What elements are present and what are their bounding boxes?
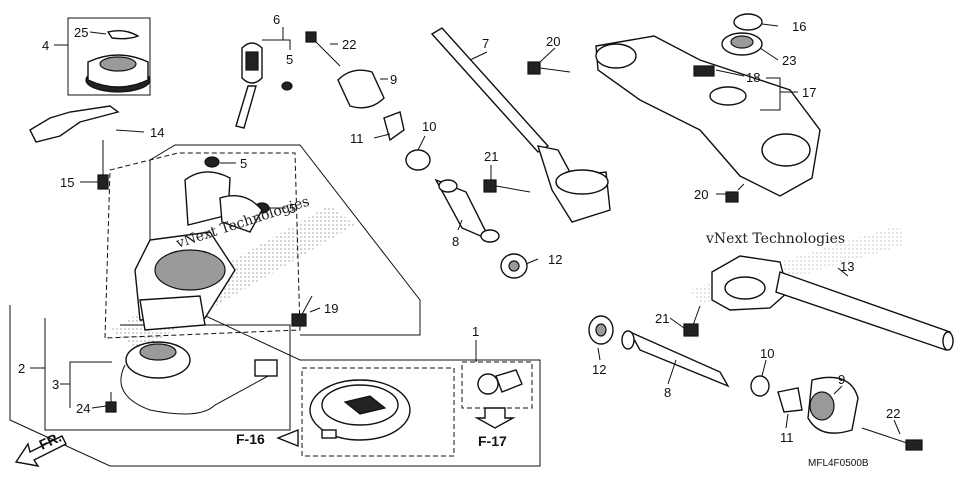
callout-5-a: 5 [286, 52, 293, 67]
callout-20-b: 20 [694, 187, 708, 202]
callout-20-a: 20 [546, 34, 560, 49]
callout-7: 7 [482, 36, 489, 51]
key-group [235, 39, 293, 129]
callout-5-c: 5 [289, 201, 296, 216]
callout-4: 4 [42, 38, 49, 53]
callout-17: 17 [802, 85, 816, 100]
callout-9-b: 9 [838, 372, 845, 387]
drawing-code: MFL4F0500B [808, 458, 869, 469]
callout-3: 3 [52, 377, 59, 392]
callout-12-b: 12 [592, 362, 606, 377]
leader-lines [30, 23, 901, 435]
callout-21-a: 21 [484, 149, 498, 164]
callout-11-a: 11 [350, 131, 364, 146]
callout-8-b: 8 [664, 385, 671, 400]
callout-1: 1 [472, 324, 479, 339]
callout-6: 6 [273, 12, 280, 27]
bolt-19 [291, 295, 313, 327]
watermark-text-right: vNext Technologies [705, 231, 845, 247]
switch-harness-group [105, 341, 278, 415]
ignition-switch-group [134, 156, 270, 331]
ignition-cover-group [29, 17, 151, 190]
callout-2: 2 [18, 361, 25, 376]
right-handle-parts [588, 305, 923, 451]
callout-24: 24 [76, 401, 90, 416]
pinion-12-upper [500, 253, 528, 279]
callout-22-a: 22 [342, 37, 356, 52]
right-handlebar-13 [711, 255, 954, 351]
callout-5-b: 5 [240, 156, 247, 171]
callout-14: 14 [150, 125, 164, 140]
direction-label: FR. [37, 429, 64, 453]
callout-10-a: 10 [422, 119, 436, 134]
left-handle-parts [305, 31, 500, 243]
front-arrow-icon [14, 435, 67, 467]
callout-23: 23 [782, 53, 796, 68]
callout-25: 25 [74, 25, 88, 40]
callout-12-a: 12 [548, 252, 562, 267]
callout-21-b: 21 [655, 311, 669, 326]
ref-f17-label: F-17 [478, 433, 507, 449]
callout-labels: 1 2 3 4 5 5 5 6 7 8 8 9 9 10 10 11 11 12… [18, 12, 900, 445]
callout-16: 16 [792, 19, 806, 34]
callout-9-a: 9 [390, 72, 397, 87]
callout-22-b: 22 [886, 406, 900, 421]
callout-10-b: 10 [760, 346, 774, 361]
cover-f16 [276, 379, 411, 448]
ref-f16-label: F-16 [236, 431, 265, 447]
callout-11-b: 11 [780, 430, 794, 445]
clip-f17 [474, 340, 523, 429]
bolts-20-21-upper [483, 61, 571, 193]
callout-15: 15 [60, 175, 74, 190]
top-bridge-17 [595, 13, 821, 203]
callout-8-a: 8 [452, 234, 459, 249]
left-handlebar-7 [430, 27, 611, 223]
callout-18: 18 [746, 70, 760, 85]
callout-19: 19 [324, 301, 338, 316]
callout-13: 13 [840, 259, 854, 274]
